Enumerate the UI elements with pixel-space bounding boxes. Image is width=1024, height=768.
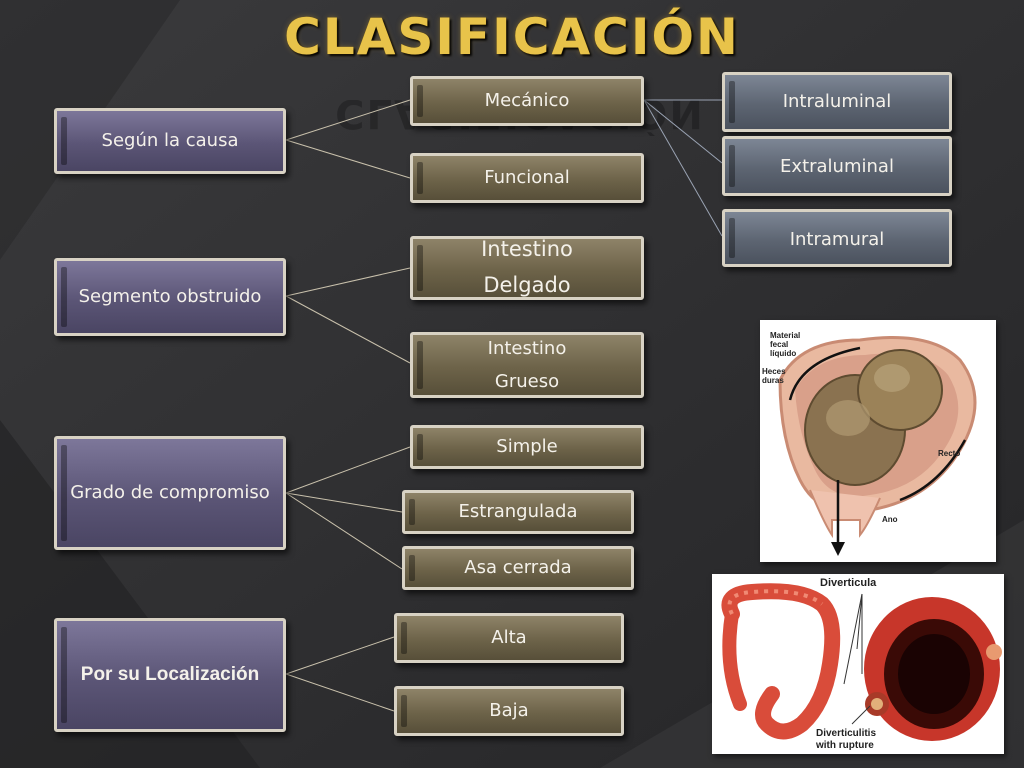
category-grado-de-compromiso: Grado de compromiso <box>54 436 286 550</box>
category-segun-la-causa: Según la causa <box>54 108 286 174</box>
box-baja: Baja <box>394 686 624 736</box>
svg-text:Ano: Ano <box>882 515 898 524</box>
box-estrangulada: Estrangulada <box>402 490 634 534</box>
category-segmento-obstruido: Segmento obstruido <box>54 258 286 336</box>
box-alta: Alta <box>394 613 624 663</box>
svg-text:fecal: fecal <box>770 340 788 349</box>
box-intestino-delgado: Intestino Delgado <box>410 236 644 300</box>
page-title: CLASIFICACIÓN <box>284 8 740 66</box>
box-extraluminal: Extraluminal <box>722 136 952 196</box>
connector-causa-mecanico <box>285 99 411 141</box>
category-label: Por su Localización <box>80 663 260 685</box>
colon-fecal-image: Material fecal líquido Heces duras Recto… <box>760 320 996 562</box>
connector-mecanico-extraluminal <box>643 99 723 164</box>
svg-text:Recto: Recto <box>938 449 960 458</box>
category-label: Según la causa <box>101 130 239 152</box>
diverticula-image: Diverticula Diverticulitis with rupture <box>712 574 1004 754</box>
connector-mecanico-intramural <box>643 99 723 237</box>
svg-text:duras: duras <box>762 376 784 385</box>
svg-text:Material: Material <box>770 331 800 340</box>
box-intraluminal: Intraluminal <box>722 72 952 132</box>
box-mecanico: Mecánico <box>410 76 644 126</box>
box-intestino-grueso: Intestino Grueso <box>410 332 644 398</box>
svg-text:Diverticulitis: Diverticulitis <box>816 728 876 739</box>
connector-causa-funcional <box>285 139 411 179</box>
svg-text:with rupture: with rupture <box>815 740 874 751</box>
category-por-su-localizacion: Por su Localización <box>54 618 286 732</box>
box-intramural: Intramural <box>722 209 952 267</box>
svg-text:Diverticula: Diverticula <box>820 577 877 589</box>
connector-segmento-grueso <box>285 295 411 364</box>
box-funcional: Funcional <box>410 153 644 203</box>
box-asa-cerrada: Asa cerrada <box>402 546 634 590</box>
svg-text:Heces: Heces <box>762 367 786 376</box>
connector-grado-estrangulada <box>285 492 403 513</box>
category-label: Grado de compromiso <box>70 482 270 504</box>
connector-loc-baja <box>285 673 395 712</box>
connector-segmento-delgado <box>285 267 411 297</box>
connector-grado-simple <box>285 446 411 494</box>
connector-loc-alta <box>285 636 395 675</box>
svg-text:líquido: líquido <box>770 349 796 358</box>
box-simple: Simple <box>410 425 644 469</box>
connector-grado-asa <box>285 492 403 570</box>
category-label: Segmento obstruido <box>78 286 262 308</box>
